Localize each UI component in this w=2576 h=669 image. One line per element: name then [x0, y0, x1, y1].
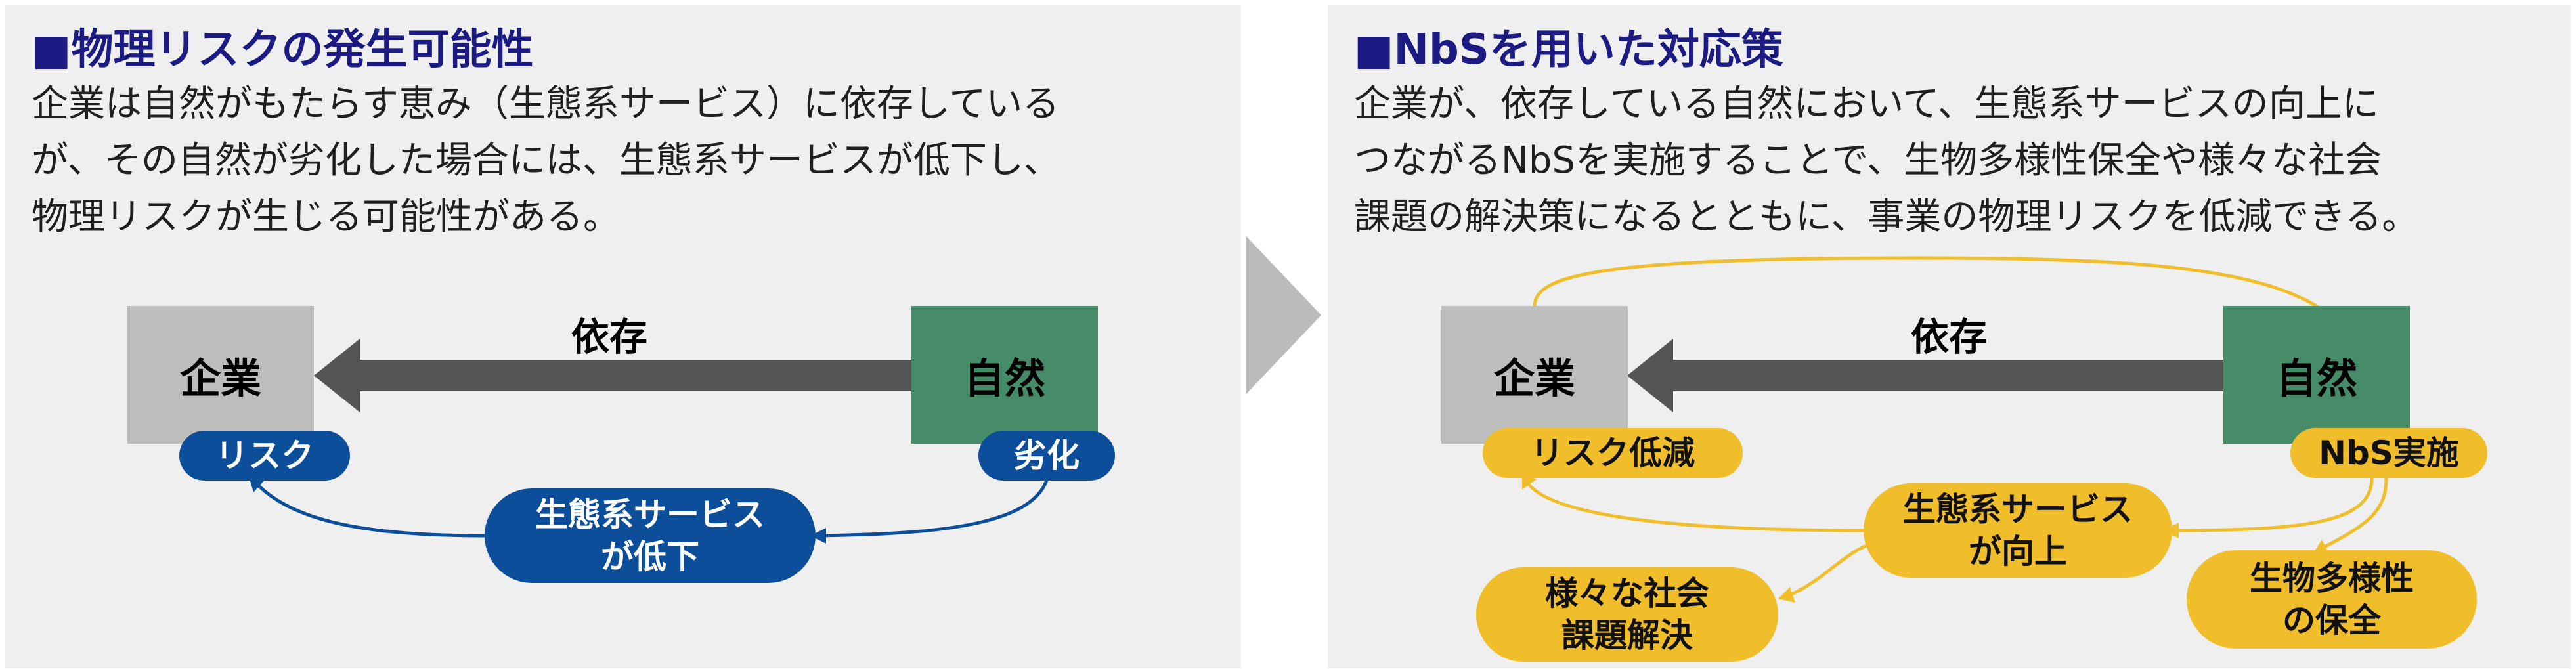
- dependency-arrow-shaft: [1673, 360, 2238, 391]
- risk-pill: リスク: [179, 431, 350, 481]
- service-to-risk-arrow: [1524, 479, 1864, 532]
- nbs-pill: NbS実施: [2290, 428, 2487, 478]
- service-decline-line: 生態系サービス: [535, 496, 765, 534]
- dependency-label: 依存: [1911, 314, 1988, 359]
- right-panel-description: 企業が、依存している自然において、生態系サービスの向上に つながるNbSを実施す…: [1354, 76, 2418, 246]
- biodiversity-line: 生物多様性: [2250, 559, 2414, 597]
- dependency-arrow-head: [1627, 339, 1673, 412]
- service-improve-line: 生態系サービス: [1903, 490, 2133, 529]
- description-line: つながるNbSを実施することで、生物多様性保全や様々な社会: [1354, 139, 2382, 182]
- service-decline-line: が低下: [601, 538, 699, 576]
- risk-reduction-pill: リスク低減: [1483, 428, 1743, 478]
- social-issues-pill: 様々な社会 課題解決: [1476, 567, 1778, 662]
- dependency-arrow-shaft: [360, 360, 926, 391]
- right-panel-title: ■NbSを用いた対応策: [1354, 26, 1783, 74]
- service-decline-pill: 生態系サービス が低下: [485, 488, 816, 583]
- company-box: 企業: [127, 306, 314, 444]
- company-box: 企業: [1441, 306, 1628, 444]
- service-improve-pill: 生態系サービス が向上: [1864, 483, 2172, 578]
- decline-curve-arrow: [253, 481, 491, 538]
- description-line: 課題の解決策になるとともに、事業の物理リスクを低減できる。: [1354, 196, 2419, 238]
- chevron-right-arrow-icon: [1246, 236, 1321, 394]
- right-panel: ■NbSを用いた対応策 企業が、依存している自然において、生態系サービスの向上に…: [1328, 5, 2571, 668]
- dependency-label: 依存: [571, 314, 648, 359]
- degradation-curve-arrowhead: [810, 528, 826, 544]
- description-line: が、その自然が劣化した場合には、生態系サービスが低下し、: [32, 139, 1060, 182]
- nbs-to-service-arrow: [2172, 477, 2374, 532]
- nature-box: 自然: [911, 306, 1098, 444]
- left-diagram-arrows: [248, 339, 1051, 544]
- left-panel-title: ■物理リスクの発生可能性: [32, 26, 534, 74]
- left-panel: ■物理リスクの発生可能性 企業は自然がもたらす恵み（生態系サービス）に依存してい…: [5, 5, 1241, 668]
- biodiversity-pill: 生物多様性 の保全: [2187, 550, 2477, 649]
- nature-box: 自然: [2223, 306, 2410, 444]
- biodiversity-line: の保全: [2282, 601, 2381, 639]
- social-issues-line: 様々な社会: [1545, 574, 1709, 613]
- description-line: 企業は自然がもたらす恵み（生態系サービス）に依存している: [32, 83, 1060, 125]
- service-to-social-arrowhead: [1778, 587, 1795, 603]
- dependency-arrow-head: [314, 339, 360, 412]
- degradation-pill: 劣化: [978, 431, 1115, 481]
- nbs-to-biodiversity-arrow: [2319, 477, 2388, 551]
- social-issues-line: 課題解決: [1561, 616, 1693, 655]
- description-line: 物理リスクが生じる可能性がある。: [32, 196, 620, 238]
- degradation-curve-arrow: [818, 464, 1051, 538]
- service-improve-line: が向上: [1969, 532, 2067, 571]
- description-line: 企業が、依存している自然において、生態系サービスの向上に: [1354, 83, 2379, 125]
- left-panel-description: 企業は自然がもたらす恵み（生態系サービス）に依存している が、その自然が劣化した…: [32, 76, 1060, 246]
